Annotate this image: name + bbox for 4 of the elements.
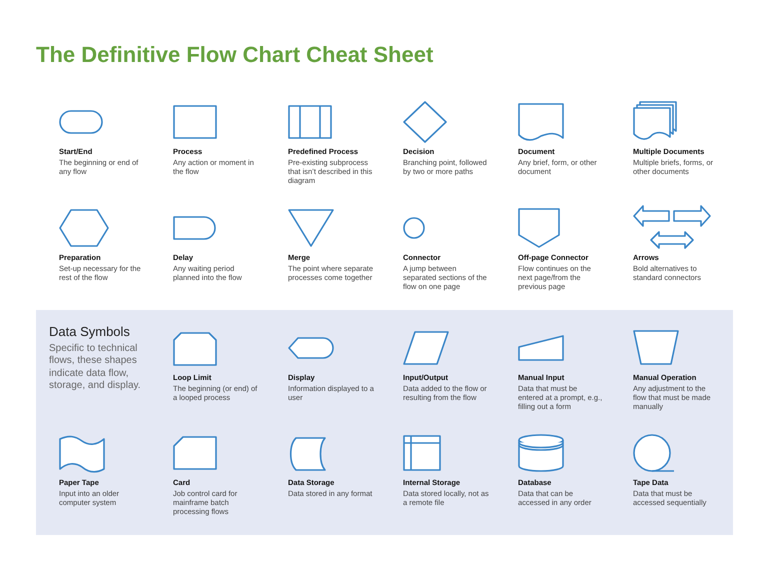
section-heading: Data Symbols [49, 324, 130, 339]
section-description: Specific to technical flows, these shapes indicate data flow, storage, and display. [49, 343, 142, 392]
page-title: The Definitive Flow Chart Cheat Sheet [36, 42, 434, 68]
data-symbols-panel [36, 310, 733, 535]
